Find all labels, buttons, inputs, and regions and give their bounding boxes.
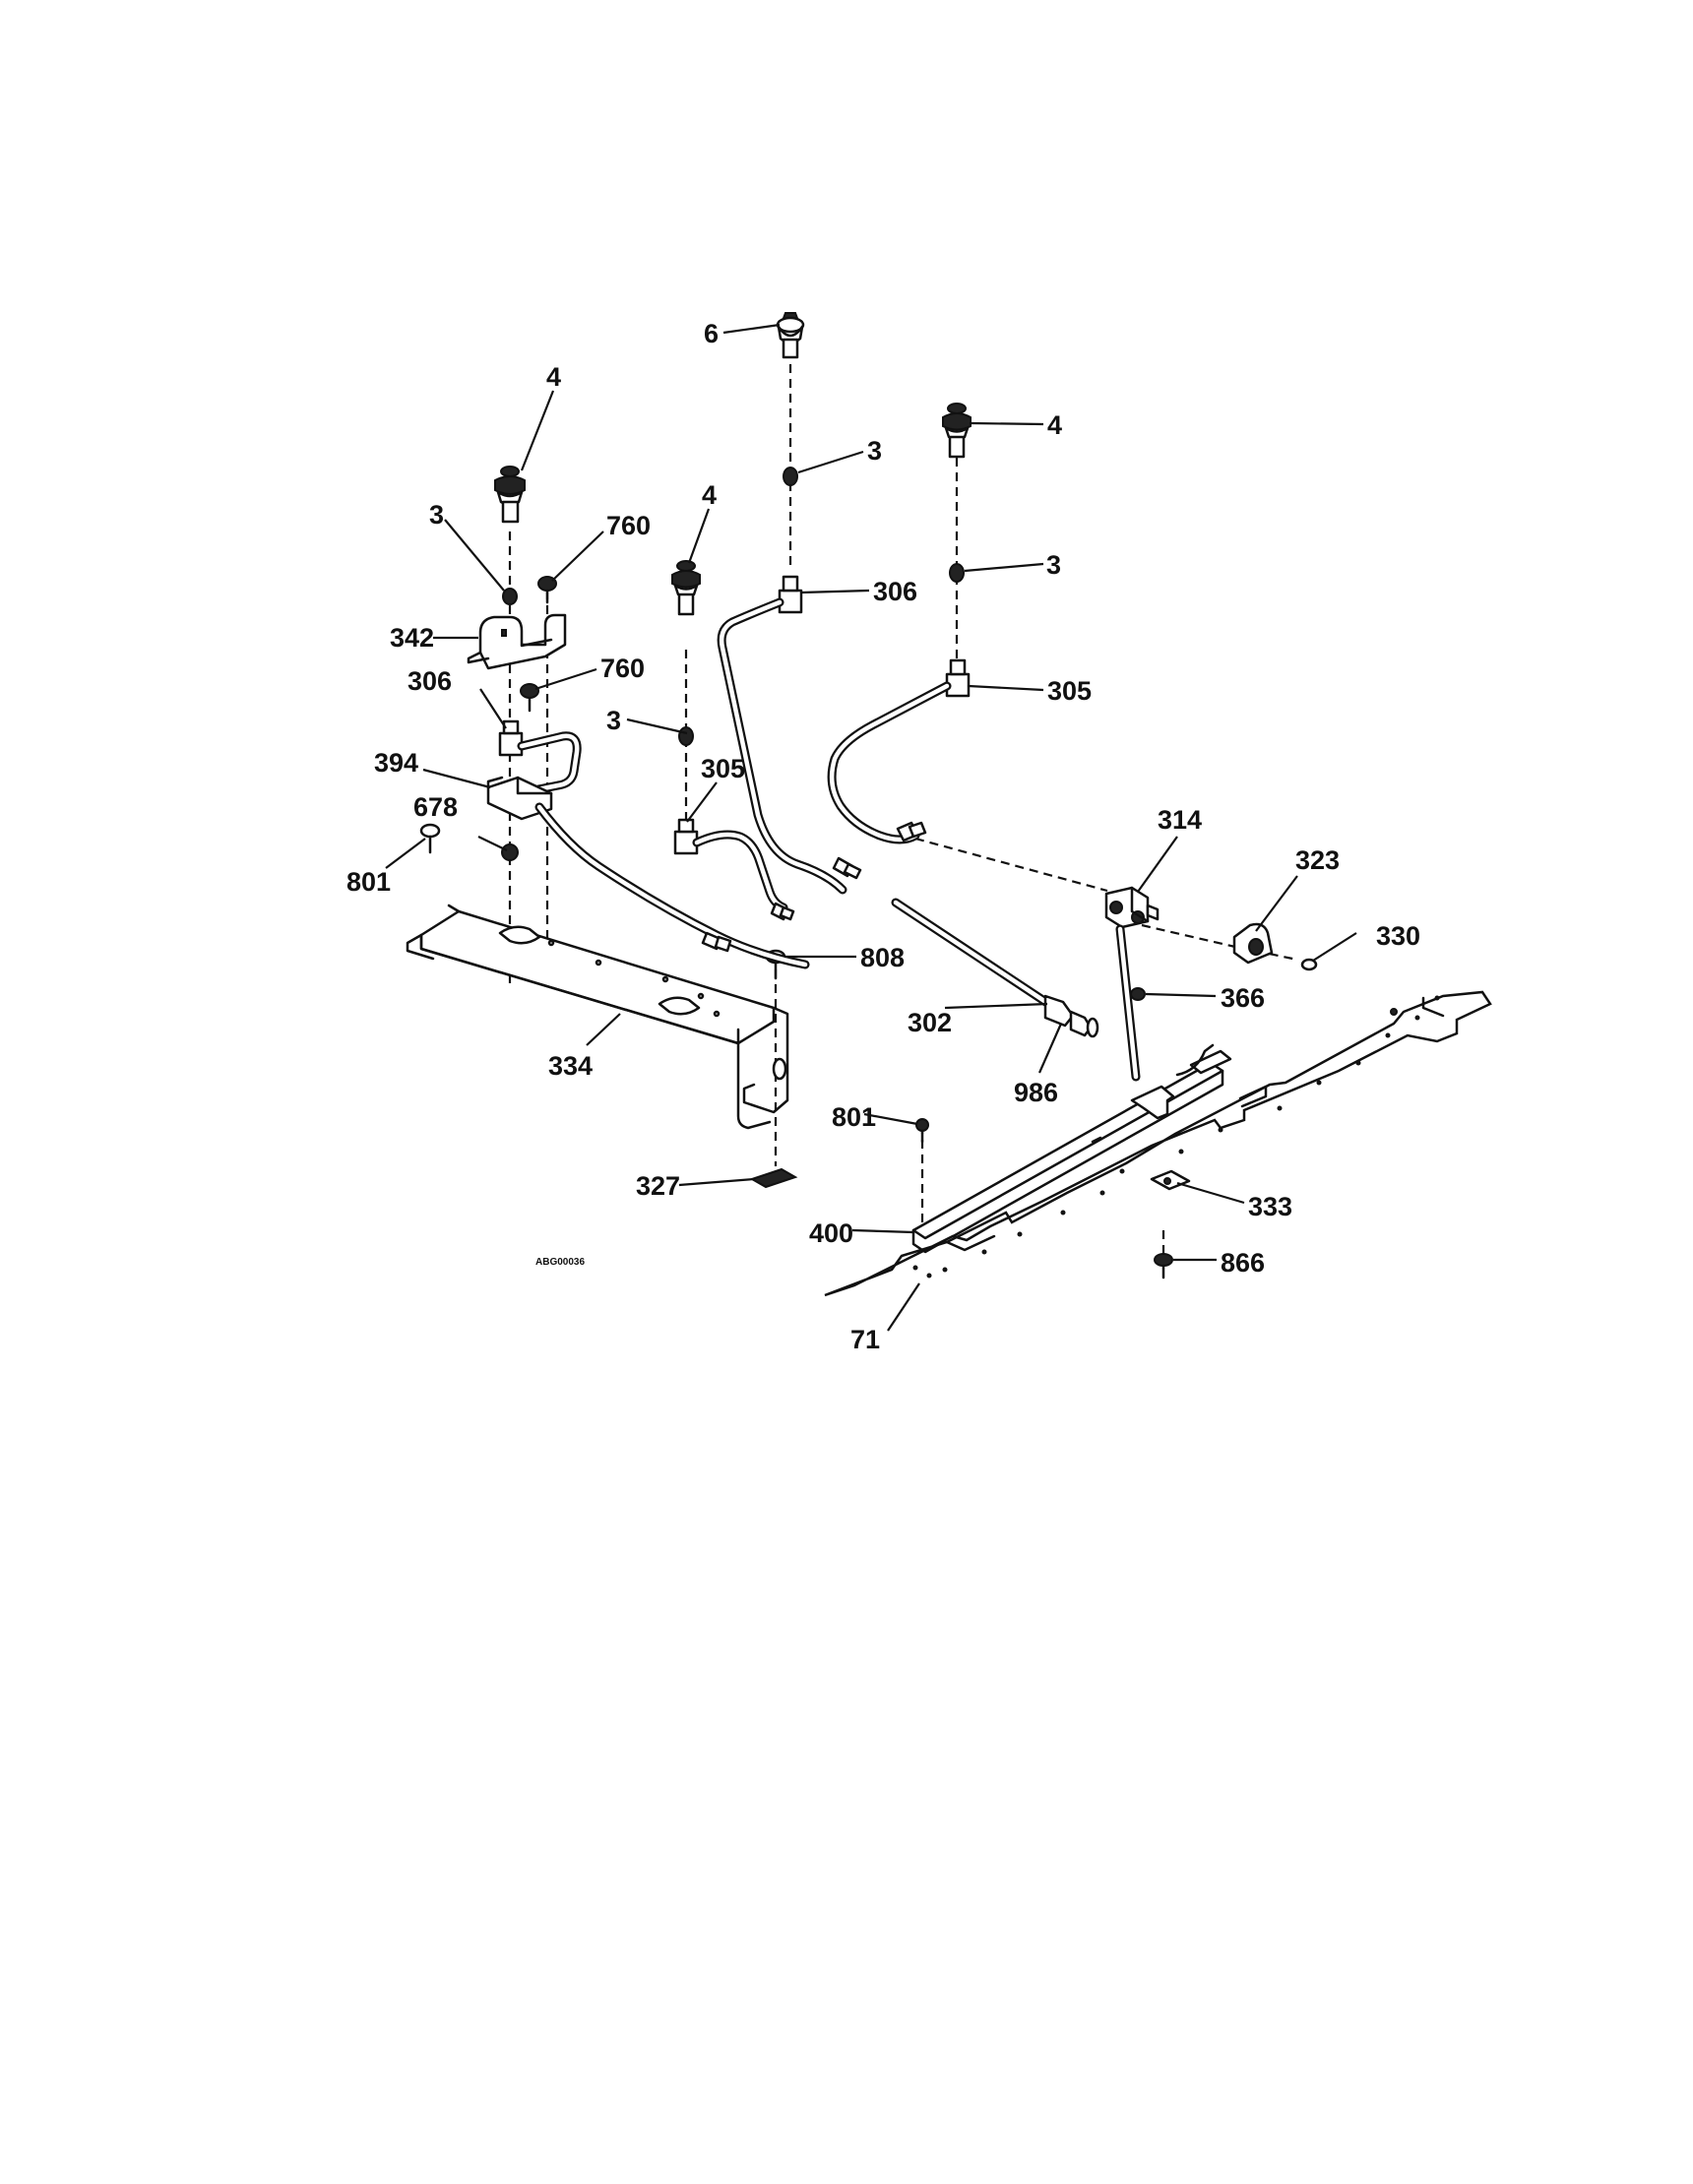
callout-305-mid: 305 bbox=[701, 754, 745, 783]
callout-400: 400 bbox=[809, 1218, 853, 1248]
callout-3-b: 3 bbox=[867, 436, 882, 466]
callout-327: 327 bbox=[636, 1171, 680, 1201]
pipe-366 bbox=[1115, 924, 1146, 1082]
tube-305-mid bbox=[673, 818, 795, 921]
switch-323 bbox=[1232, 922, 1274, 965]
callout-866: 866 bbox=[1221, 1248, 1265, 1278]
alignment-lines bbox=[508, 335, 1298, 1255]
bracket-333 bbox=[1150, 1169, 1191, 1191]
callout-305-right: 305 bbox=[1047, 676, 1092, 706]
callout-334: 334 bbox=[548, 1051, 593, 1081]
burner-plate-71 bbox=[824, 990, 1492, 1297]
valve-4-left bbox=[494, 466, 526, 524]
callout-760-a: 760 bbox=[606, 511, 651, 540]
bracket-342 bbox=[467, 613, 567, 670]
callout-678: 678 bbox=[413, 792, 458, 822]
plate-speckles bbox=[912, 995, 1440, 1279]
tube-left-long bbox=[534, 802, 810, 969]
callout-986: 986 bbox=[1014, 1078, 1058, 1107]
callout-3-c: 3 bbox=[1046, 550, 1061, 580]
leader-lines bbox=[385, 323, 1357, 1332]
callout-4-mid: 4 bbox=[702, 480, 717, 510]
callout-6: 6 bbox=[704, 319, 719, 348]
frame-400 bbox=[911, 1043, 1232, 1254]
callout-306-upper: 306 bbox=[873, 577, 917, 606]
callout-333: 333 bbox=[1248, 1192, 1292, 1221]
shim-327 bbox=[749, 1167, 798, 1189]
callout-3-a: 3 bbox=[429, 500, 444, 530]
callout-323: 323 bbox=[1295, 845, 1340, 875]
callout-366: 366 bbox=[1221, 983, 1265, 1013]
valve-6 bbox=[776, 312, 805, 359]
callout-330: 330 bbox=[1376, 921, 1420, 951]
callout-801-left: 801 bbox=[346, 867, 391, 897]
callout-302: 302 bbox=[908, 1008, 952, 1037]
callout-342: 342 bbox=[390, 623, 434, 653]
tube-305-right bbox=[827, 658, 971, 844]
diagram-code: ABG00036 bbox=[535, 1257, 585, 1268]
bracket-334 bbox=[406, 904, 789, 1130]
valve-4-right bbox=[942, 403, 972, 459]
callout-306-left: 306 bbox=[408, 666, 452, 696]
rod-302 bbox=[891, 898, 1099, 1038]
valve-4-mid bbox=[671, 560, 701, 616]
callout-314: 314 bbox=[1158, 805, 1202, 835]
clip-330 bbox=[1300, 958, 1318, 971]
tube-306-left bbox=[498, 719, 582, 794]
callout-801-right: 801 bbox=[832, 1102, 876, 1132]
callout-394: 394 bbox=[374, 748, 418, 778]
callout-760-b: 760 bbox=[600, 654, 645, 683]
callout-808: 808 bbox=[860, 943, 905, 972]
callout-71: 71 bbox=[850, 1325, 880, 1354]
tube-306-upper bbox=[717, 575, 862, 895]
valve-314 bbox=[1104, 886, 1160, 929]
callout-4-left: 4 bbox=[546, 362, 561, 392]
callout-3-d: 3 bbox=[606, 706, 621, 735]
callout-labels: 6 4 4 4 3 3 3 3 760 760 342 306 306 305 … bbox=[346, 319, 1420, 1354]
callout-4-right: 4 bbox=[1047, 410, 1062, 440]
